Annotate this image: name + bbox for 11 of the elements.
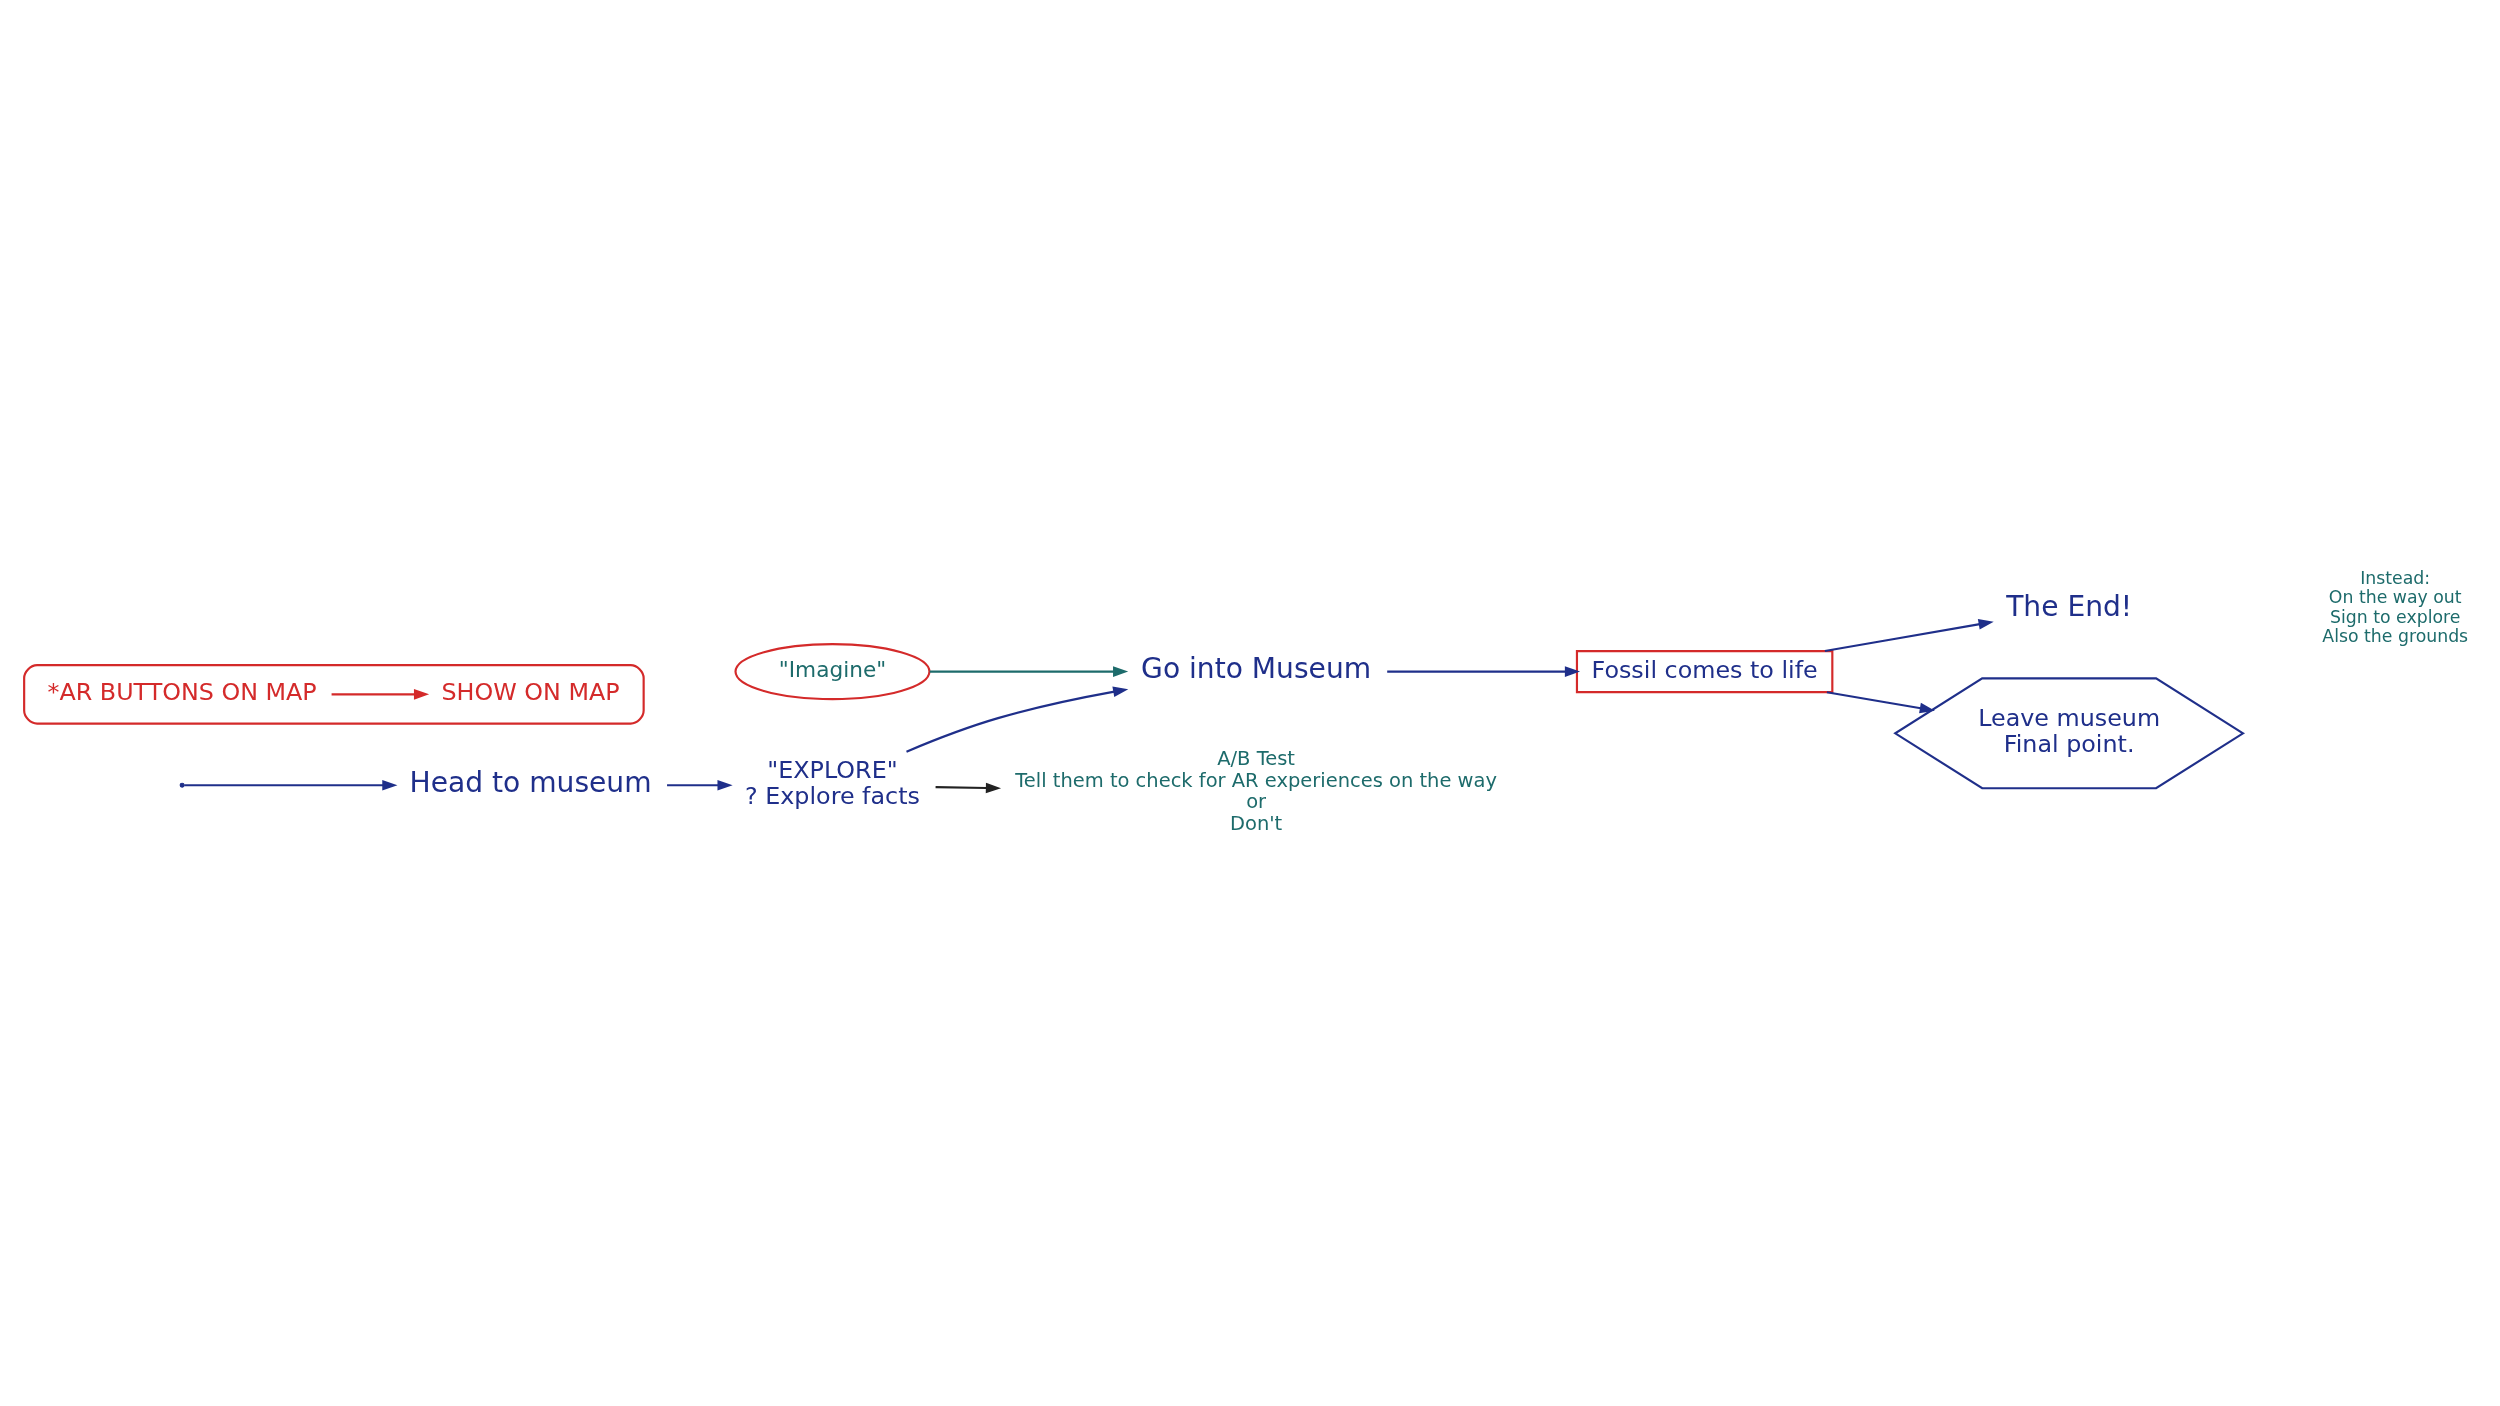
label: Sign to explore: [2330, 606, 2461, 627]
node-text: *AR BUTTONS ON MAP: [47, 678, 317, 707]
node-text: The End!: [2006, 589, 2133, 623]
node-text: SHOW ON MAP: [441, 678, 620, 707]
label: Also the grounds: [2322, 626, 2469, 647]
node-text: Head to museum: [409, 766, 652, 800]
node-text: A/B Test Tell them to check for AR experiences on the way or Don't: [1015, 747, 1497, 836]
label: On the way out: [2328, 587, 2462, 608]
node-text: "EXPLORE" ? Explore facts: [745, 756, 920, 811]
label: Instead:: [2360, 567, 2431, 588]
node-text: Go into Museum: [1141, 652, 1372, 686]
